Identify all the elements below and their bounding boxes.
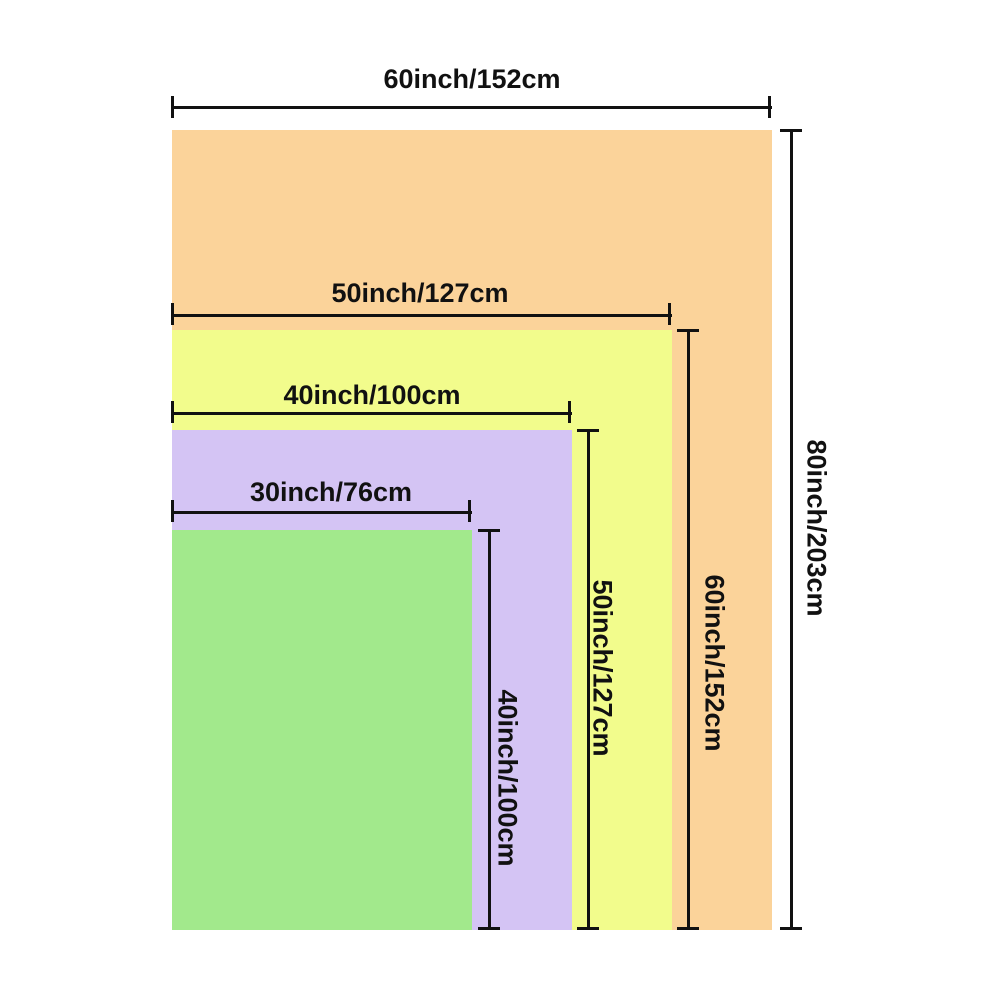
height-60-label: 60inch/152cm (699, 574, 730, 752)
width-30-line (172, 511, 472, 514)
width-40-cap-left (171, 401, 174, 423)
height-80-line (790, 130, 793, 930)
height-50-cap-top (577, 429, 599, 432)
width-40-line (172, 412, 572, 415)
width-30-label: 30inch/76cm (249, 477, 413, 507)
height-50-cap-bottom (577, 927, 599, 930)
width-50-cap-right (668, 303, 671, 325)
width-60-cap-right (768, 96, 771, 118)
width-50-line (172, 314, 672, 317)
width-60-label: 60inch/152cm (383, 64, 561, 94)
height-50-label: 50inch/127cm (587, 579, 618, 757)
height-40-label: 40inch/100cm (492, 689, 523, 867)
width-60-cap-left (171, 96, 174, 118)
height-40-line (488, 530, 491, 930)
width-30-cap-right (468, 500, 471, 522)
height-80-label: 80inch/203cm (801, 439, 832, 617)
width-40-cap-right (568, 401, 571, 423)
width-50-label: 50inch/127cm (331, 278, 509, 308)
size-40x30-rect (172, 530, 472, 930)
width-40-label: 40inch/100cm (283, 380, 461, 410)
height-80-cap-bottom (780, 927, 802, 930)
height-50-line (587, 430, 590, 930)
height-60-cap-bottom (677, 927, 699, 930)
height-60-cap-top (677, 329, 699, 332)
height-40-cap-top (478, 529, 500, 532)
height-40-cap-bottom (478, 927, 500, 930)
width-30-cap-left (171, 500, 174, 522)
width-50-cap-left (171, 303, 174, 325)
width-60-line (172, 106, 772, 109)
height-60-line (687, 330, 690, 930)
height-80-cap-top (780, 129, 802, 132)
